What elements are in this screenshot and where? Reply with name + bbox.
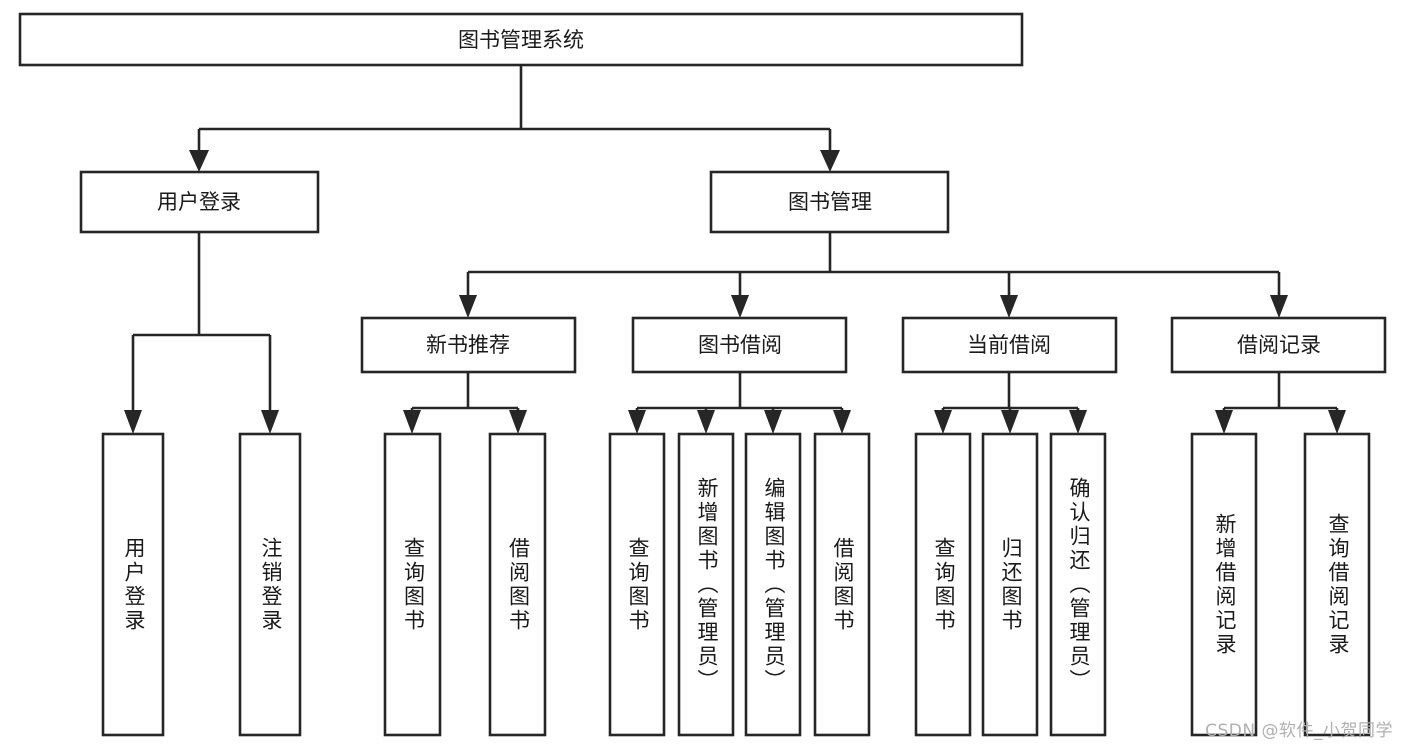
leaf-box-book-borrow-2[interactable] (677, 432, 735, 737)
arrow-current-leaf-2 (1001, 410, 1019, 434)
arrow-bookborrow-leaf-4 (833, 410, 851, 434)
arrow-root-to-user-login (189, 150, 209, 172)
node-book-management-label: 图书管理 (788, 190, 872, 214)
leaf-box-new-book-2[interactable] (488, 432, 547, 737)
arrow-userlogin-leaf-1 (124, 410, 142, 434)
leaf-box-user-login-2[interactable] (238, 432, 302, 737)
node-new-book-recommend-box[interactable] (360, 316, 577, 374)
node-root-box[interactable] (18, 12, 1024, 67)
node-borrow-record[interactable]: 借阅记录 (1170, 316, 1387, 374)
node-new-book-recommend[interactable]: 新书推荐 (360, 316, 577, 374)
leaf-box-current-borrow-1[interactable] (914, 432, 972, 737)
arrow-bookborrow-leaf-2 (697, 410, 715, 434)
arrow-root-to-book-mgmt (820, 150, 840, 172)
leaf-box-new-book-1[interactable] (383, 432, 442, 737)
arrow-userlogin-leaf-2 (261, 410, 279, 434)
csdn-watermark: CSDN @软件_小贺同学 (1205, 721, 1393, 741)
node-root-label: 图书管理系统 (458, 28, 584, 52)
node-current-borrow-box[interactable] (901, 316, 1118, 374)
arrow-bookmgmt-to-new-book (459, 295, 477, 318)
arrow-bookborrow-leaf-3 (764, 410, 782, 434)
leaf-box-current-borrow-2[interactable] (981, 432, 1039, 737)
leaf-box-current-borrow-3[interactable] (1049, 432, 1107, 737)
leaf-box-user-login-1[interactable] (101, 432, 165, 737)
arrow-record-leaf-2 (1328, 410, 1346, 434)
arrow-bookborrow-leaf-1 (628, 410, 646, 434)
arrow-record-leaf-1 (1215, 410, 1233, 434)
leaf-box-borrow-record-2[interactable] (1303, 432, 1371, 737)
node-user-login[interactable]: 用户登录 (79, 170, 320, 234)
arrow-newbook-leaf-2 (509, 410, 527, 434)
arrow-bookmgmt-to-borrow (731, 295, 749, 318)
node-current-borrow[interactable]: 当前借阅 (901, 316, 1118, 374)
node-new-book-recommend-label: 新书推荐 (426, 333, 510, 357)
node-user-login-box[interactable] (79, 170, 320, 234)
arrow-current-leaf-1 (934, 410, 952, 434)
leaf-box-book-borrow-3[interactable] (744, 432, 802, 737)
node-borrow-record-label: 借阅记录 (1237, 333, 1321, 357)
leaf-box-book-borrow-4[interactable] (813, 432, 871, 737)
arrow-current-leaf-3 (1069, 410, 1087, 434)
connector-layer (124, 65, 1346, 434)
node-book-borrow-label: 图书借阅 (698, 333, 782, 357)
node-borrow-record-box[interactable] (1170, 316, 1387, 374)
arrow-newbook-leaf-1 (403, 410, 421, 434)
node-book-borrow[interactable]: 图书借阅 (631, 316, 848, 374)
node-book-management[interactable]: 图书管理 (709, 170, 950, 234)
node-book-management-box[interactable] (709, 170, 950, 234)
arrow-bookmgmt-to-record (1270, 295, 1288, 318)
node-current-borrow-label: 当前借阅 (967, 333, 1051, 357)
node-user-login-label: 用户登录 (157, 190, 241, 214)
arrow-bookmgmt-to-current (1000, 295, 1018, 318)
leaf-box-book-borrow-1[interactable] (608, 432, 666, 737)
node-root[interactable]: 图书管理系统 (18, 12, 1024, 67)
node-book-borrow-box[interactable] (631, 316, 848, 374)
leaf-box-borrow-record-1[interactable] (1190, 432, 1258, 737)
